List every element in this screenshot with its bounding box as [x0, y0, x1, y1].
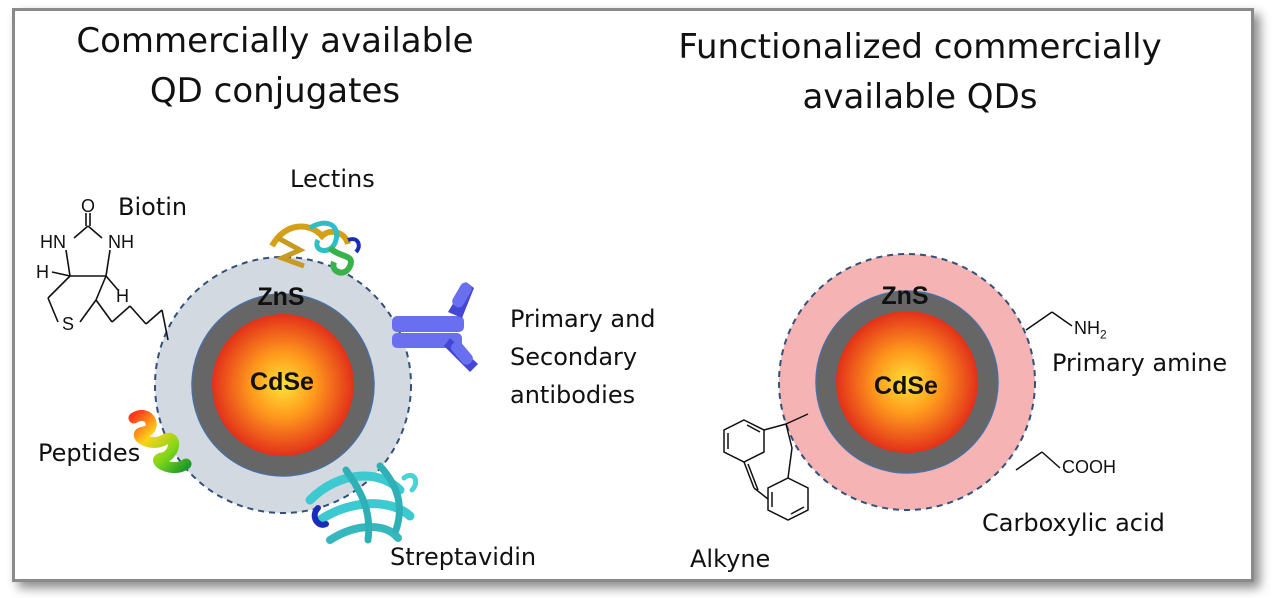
- biotin-nh: NH: [108, 232, 134, 252]
- amine-group-text: NH: [1074, 318, 1100, 338]
- biotin-oxygen: O: [81, 196, 96, 216]
- right-title-line1: Functionalized commercially: [678, 27, 1162, 67]
- left-quantum-dot: [154, 256, 412, 514]
- lectins-label: Lectins: [290, 165, 375, 193]
- streptavidin-label: Streptavidin: [390, 543, 537, 571]
- alkyne-structure: [723, 413, 809, 521]
- amine-group-label: NH2: [1074, 318, 1107, 342]
- biotin-h-left: H: [36, 262, 49, 282]
- streptavidin-protein: [305, 462, 419, 544]
- right-cdse-label: CdSe: [874, 372, 938, 400]
- right-title: Functionalized commercially available QD…: [660, 22, 1180, 122]
- biotin-h-right: H: [116, 286, 129, 306]
- antibodies-label: Primary and Secondary antibodies: [510, 300, 656, 414]
- right-title-line2: available QDs: [802, 77, 1038, 117]
- peptides-label: Peptides: [38, 439, 141, 467]
- carboxylic-acid-label: Carboxylic acid: [982, 509, 1165, 537]
- right-cdse-core: [836, 311, 978, 453]
- biotin-structure: [47, 213, 169, 341]
- antibodies-label-line2: Secondary: [510, 343, 638, 371]
- left-cdse-label: CdSe: [250, 368, 314, 396]
- antibody-icon: [392, 282, 478, 372]
- amine-group-subscript: 2: [1100, 327, 1107, 342]
- left-title-line2: QD conjugates: [149, 71, 401, 111]
- carboxyl-group-label: COOH: [1062, 457, 1116, 477]
- left-zns-label: ZnS: [257, 283, 305, 311]
- alkyne-label: Alkyne: [690, 545, 771, 573]
- biotin-hn: HN: [40, 232, 66, 252]
- right-zns-label: ZnS: [881, 282, 929, 310]
- antibodies-label-line3: antibodies: [510, 381, 636, 409]
- left-title-line1: Commercially available: [76, 21, 474, 61]
- lectins-protein: [269, 220, 361, 276]
- amine-linker: [1025, 311, 1073, 331]
- biotin-label: Biotin: [118, 193, 188, 221]
- primary-amine-label: Primary amine: [1052, 349, 1228, 377]
- right-quantum-dot: [778, 253, 1036, 511]
- antibodies-label-line1: Primary and: [510, 305, 656, 333]
- biotin-sulfur: S: [62, 314, 75, 334]
- carboxyl-linker: [1015, 451, 1061, 471]
- peptide-helix: [128, 410, 192, 474]
- left-cdse-core: [212, 314, 354, 456]
- left-title: Commercially available QD conjugates: [60, 16, 490, 116]
